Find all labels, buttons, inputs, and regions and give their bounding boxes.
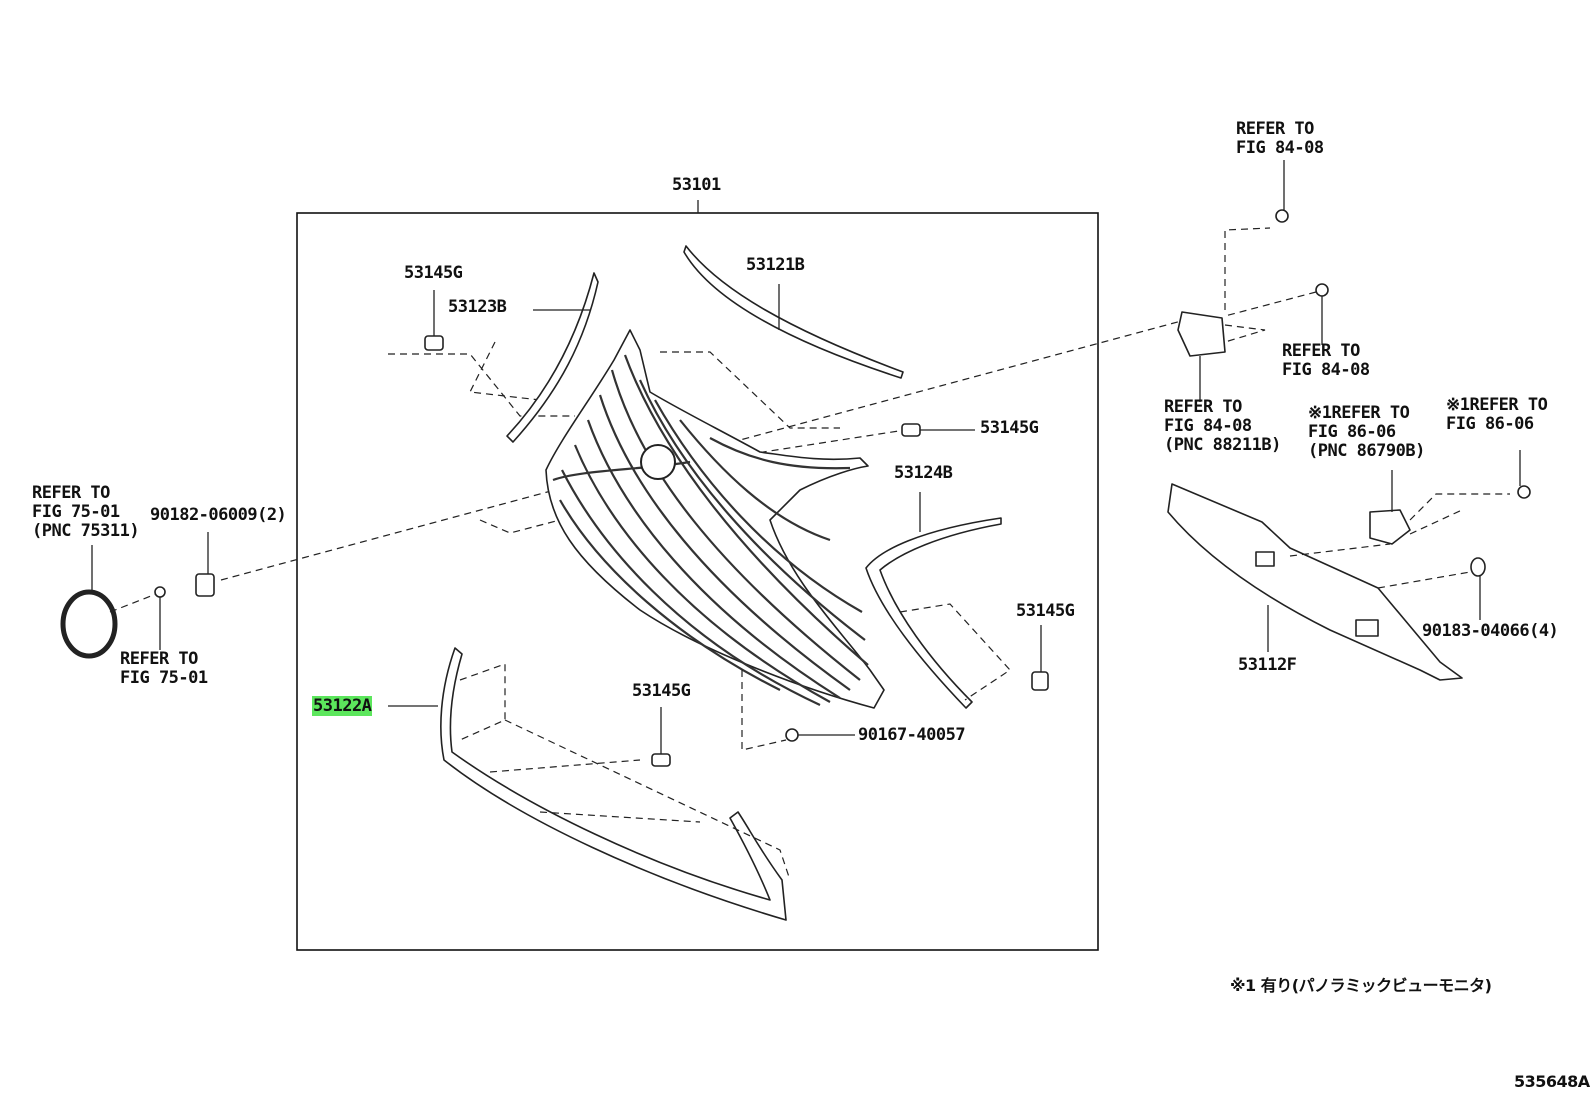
label-refer-75-01: REFER TO FIG 75-01 bbox=[120, 649, 208, 688]
label-53122a: 53122A bbox=[312, 696, 373, 716]
dash-bracket-53124b bbox=[899, 603, 1011, 701]
label-53123b: 53123B bbox=[448, 297, 507, 317]
dash-bracket-53122a-3 bbox=[489, 759, 641, 773]
clip-53145g-d bbox=[651, 753, 671, 767]
footnote: ※1 有り(パノラミックビューモニタ) bbox=[1230, 976, 1492, 995]
dash-bracket-53122a-2 bbox=[504, 719, 791, 881]
label-53145g-d: 53145G bbox=[632, 681, 691, 701]
label-refer-84-08-top: REFER TO FIG 84-08 bbox=[1236, 119, 1324, 158]
clip-53145g-a bbox=[424, 335, 444, 351]
label-refer-86-06-pnc: ※1REFER TO FIG 86-06 (PNC 86790B) bbox=[1308, 403, 1425, 461]
dash-bracket-53122a-4 bbox=[539, 811, 701, 823]
bolt-84-08-top bbox=[1275, 209, 1289, 223]
label-53101: 53101 bbox=[672, 175, 721, 195]
washer-90183-shape bbox=[1470, 557, 1486, 577]
label-90167-40057: 90167-40057 bbox=[858, 725, 966, 745]
dash-bracket-4 bbox=[479, 519, 561, 534]
figure-code: 535648A bbox=[1514, 1072, 1590, 1091]
label-refer-75-01-pnc: REFER TO FIG 75-01 (PNC 75311) bbox=[32, 483, 140, 541]
dash-bracket-53122a-1 bbox=[459, 663, 506, 741]
clip-53145g-c bbox=[1031, 671, 1049, 691]
clip-53145g-b bbox=[901, 423, 921, 437]
camera-shape bbox=[1369, 470, 1510, 545]
bolt-84-08-mid bbox=[1315, 283, 1329, 297]
molding-53121b-shape bbox=[683, 245, 904, 379]
label-53145g-c: 53145G bbox=[1016, 601, 1075, 621]
grille-body bbox=[545, 329, 885, 709]
dash-bracket-1 bbox=[388, 353, 575, 417]
label-refer-84-08-mid: REFER TO FIG 84-08 bbox=[1282, 341, 1370, 380]
label-53124b: 53124B bbox=[894, 463, 953, 483]
molding-53124b-shape bbox=[865, 517, 1002, 709]
dash-bracket-2 bbox=[469, 341, 541, 401]
label-90183-04066: 90183-04066(4) bbox=[1422, 621, 1559, 641]
screw-90167-shape bbox=[741, 670, 855, 751]
label-53145g-b: 53145G bbox=[980, 418, 1039, 438]
label-53112f: 53112F bbox=[1238, 655, 1297, 675]
sensor-shape bbox=[1177, 227, 1271, 402]
label-53121b: 53121B bbox=[746, 255, 805, 275]
nut-90182-shape bbox=[195, 573, 215, 597]
dash-bracket-3 bbox=[660, 351, 840, 429]
label-53145g-a: 53145G bbox=[404, 263, 463, 283]
label-90182-06009: 90182-06009(2) bbox=[150, 505, 287, 525]
label-refer-84-08-pnc: REFER TO FIG 84-08 (PNC 88211B) bbox=[1164, 397, 1281, 455]
dash-long-1 bbox=[220, 319, 1186, 581]
label-refer-86-06: ※1REFER TO FIG 86-06 bbox=[1446, 395, 1548, 434]
molding-53123b-shape bbox=[506, 272, 599, 443]
molding-53122a-shape bbox=[440, 647, 787, 921]
bolt-left-shape bbox=[154, 586, 166, 598]
bolt-86-06 bbox=[1517, 485, 1531, 499]
panel-53112f-shape bbox=[1167, 483, 1463, 681]
label-53122a-highlight: 53122A bbox=[312, 696, 373, 716]
emblem-ring-shape bbox=[60, 589, 118, 659]
